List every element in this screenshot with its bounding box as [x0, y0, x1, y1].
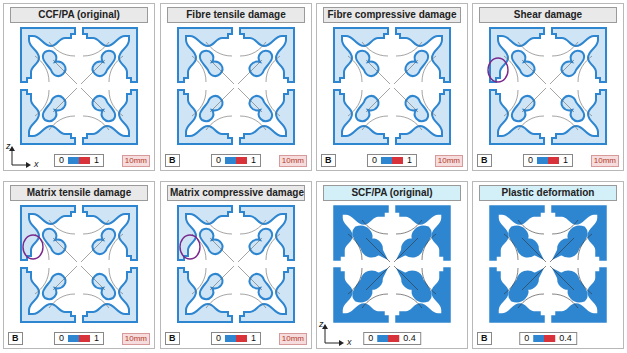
- colour-scale: 01: [367, 154, 417, 167]
- scale-min: 0: [528, 155, 533, 166]
- view-label: B: [165, 154, 180, 167]
- result-panel: Shear damageB0110mm: [472, 3, 624, 171]
- scale-min: 0: [59, 333, 64, 344]
- result-panel: Matrix tensile damageB0110mm: [3, 181, 155, 349]
- result-panel: Matrix compressive damageB0110mm: [160, 181, 312, 349]
- view-label: B: [477, 154, 492, 167]
- colour-swatch: [537, 157, 559, 164]
- panel-title: Matrix compressive damage: [167, 185, 305, 201]
- view-label: B: [8, 332, 23, 345]
- scale-bar: 10mm: [122, 333, 150, 345]
- colour-swatch: [225, 157, 247, 164]
- scale-max: 1: [563, 155, 568, 166]
- result-panel: Fibre compressive damageB0110mm: [316, 3, 468, 171]
- colour-scale: 01: [211, 332, 261, 345]
- colour-scale: 00.4: [363, 332, 421, 345]
- colour-scale: 01: [523, 154, 573, 167]
- colour-scale: 01: [211, 154, 261, 167]
- axis-label: z: [319, 319, 324, 329]
- scale-max: 1: [94, 333, 99, 344]
- view-label: B: [165, 332, 180, 345]
- scale-bar: 10mm: [279, 155, 307, 167]
- scale-bar: 10mm: [591, 155, 619, 167]
- scale-min: 0: [216, 155, 221, 166]
- colour-scale: 01: [54, 154, 104, 167]
- colour-scale: 01: [54, 332, 104, 345]
- scale-max: 0.4: [559, 333, 572, 344]
- scale-min: 0: [372, 155, 377, 166]
- axis-label: x: [347, 337, 352, 347]
- result-panel: CCF/PA (original)zx0110mm: [3, 3, 155, 171]
- scale-bar: 10mm: [279, 333, 307, 345]
- panel-title: Fibre tensile damage: [167, 7, 305, 23]
- result-panel: Plastic deformationB00.4: [472, 181, 624, 349]
- colour-scale: 00.4: [519, 332, 577, 345]
- colour-swatch: [377, 335, 399, 342]
- result-panel: SCF/PA (original)zx00.4: [316, 181, 468, 349]
- colour-swatch: [68, 335, 90, 342]
- view-label: B: [321, 154, 336, 167]
- colour-swatch: [225, 335, 247, 342]
- panel-title: Shear damage: [479, 7, 617, 23]
- colour-swatch: [533, 335, 555, 342]
- scale-bar: 10mm: [435, 155, 463, 167]
- scale-min: 0: [216, 333, 221, 344]
- scale-max: 1: [251, 333, 256, 344]
- axis-label: x: [34, 159, 39, 169]
- scale-min: 0: [368, 333, 373, 344]
- panel-title: Fibre compressive damage: [323, 7, 461, 23]
- panel-title: SCF/PA (original): [323, 185, 461, 201]
- scale-bar: 10mm: [122, 155, 150, 167]
- scale-max: 0.4: [403, 333, 416, 344]
- scale-max: 1: [251, 155, 256, 166]
- view-label: B: [477, 332, 492, 345]
- scale-min: 0: [59, 155, 64, 166]
- colour-swatch: [68, 157, 90, 164]
- result-panel: Fibre tensile damageB0110mm: [160, 3, 312, 171]
- colour-swatch: [381, 157, 403, 164]
- panel-title: Matrix tensile damage: [10, 185, 148, 201]
- scale-max: 1: [407, 155, 412, 166]
- axis-label: z: [6, 141, 11, 151]
- panel-title: Plastic deformation: [479, 185, 617, 201]
- panel-title: CCF/PA (original): [10, 7, 148, 23]
- scale-min: 0: [524, 333, 529, 344]
- scale-max: 1: [94, 155, 99, 166]
